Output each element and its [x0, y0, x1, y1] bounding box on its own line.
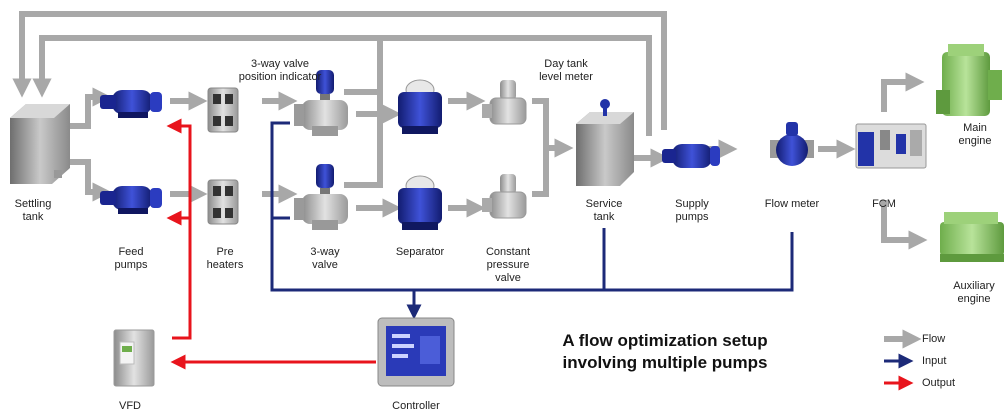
- feed-pump-icon: [100, 186, 162, 214]
- settling-tank-icon: [10, 104, 70, 184]
- legend-flow-label: Flow: [922, 333, 946, 345]
- fcm-label: FCM: [872, 198, 896, 210]
- service-tank-icon: [576, 99, 634, 186]
- legend-input-label: Input: [922, 355, 947, 367]
- supply-pump-icon: [662, 144, 720, 168]
- fcm-icon: [855, 123, 927, 169]
- three-way-valve-icon: [294, 164, 348, 230]
- vfd-label: VFD: [119, 400, 141, 412]
- flow-lines: [12, 11, 928, 250]
- controller-icon: [377, 317, 455, 387]
- legend-arrows: [884, 329, 922, 391]
- output-lines: [166, 118, 376, 370]
- flow-meter-label: Flow meter: [764, 198, 820, 210]
- separator-icon: [398, 175, 442, 230]
- auxiliary-engine-icon: [940, 212, 1004, 262]
- constant-pressure-valve-icon: [482, 80, 527, 125]
- controller-label: Controller: [392, 400, 440, 412]
- separator-icon: [398, 79, 442, 134]
- three-way-valve-icon: [294, 70, 348, 136]
- input-lines: [270, 121, 794, 320]
- flow-meter-icon: [770, 122, 814, 166]
- vfd-icon: [113, 329, 155, 387]
- feed-pump-icon: [100, 90, 162, 118]
- main-engine-icon: [936, 44, 1002, 116]
- separator-label: Separator: [395, 246, 445, 258]
- diagram-title: A flow optimization setup involving mult…: [562, 331, 768, 372]
- legend-output-label: Output: [922, 377, 956, 389]
- pre-heater-icon: [207, 179, 239, 225]
- pre-heater-icon: [207, 87, 239, 133]
- constant-pressure-valve-icon: [482, 174, 527, 219]
